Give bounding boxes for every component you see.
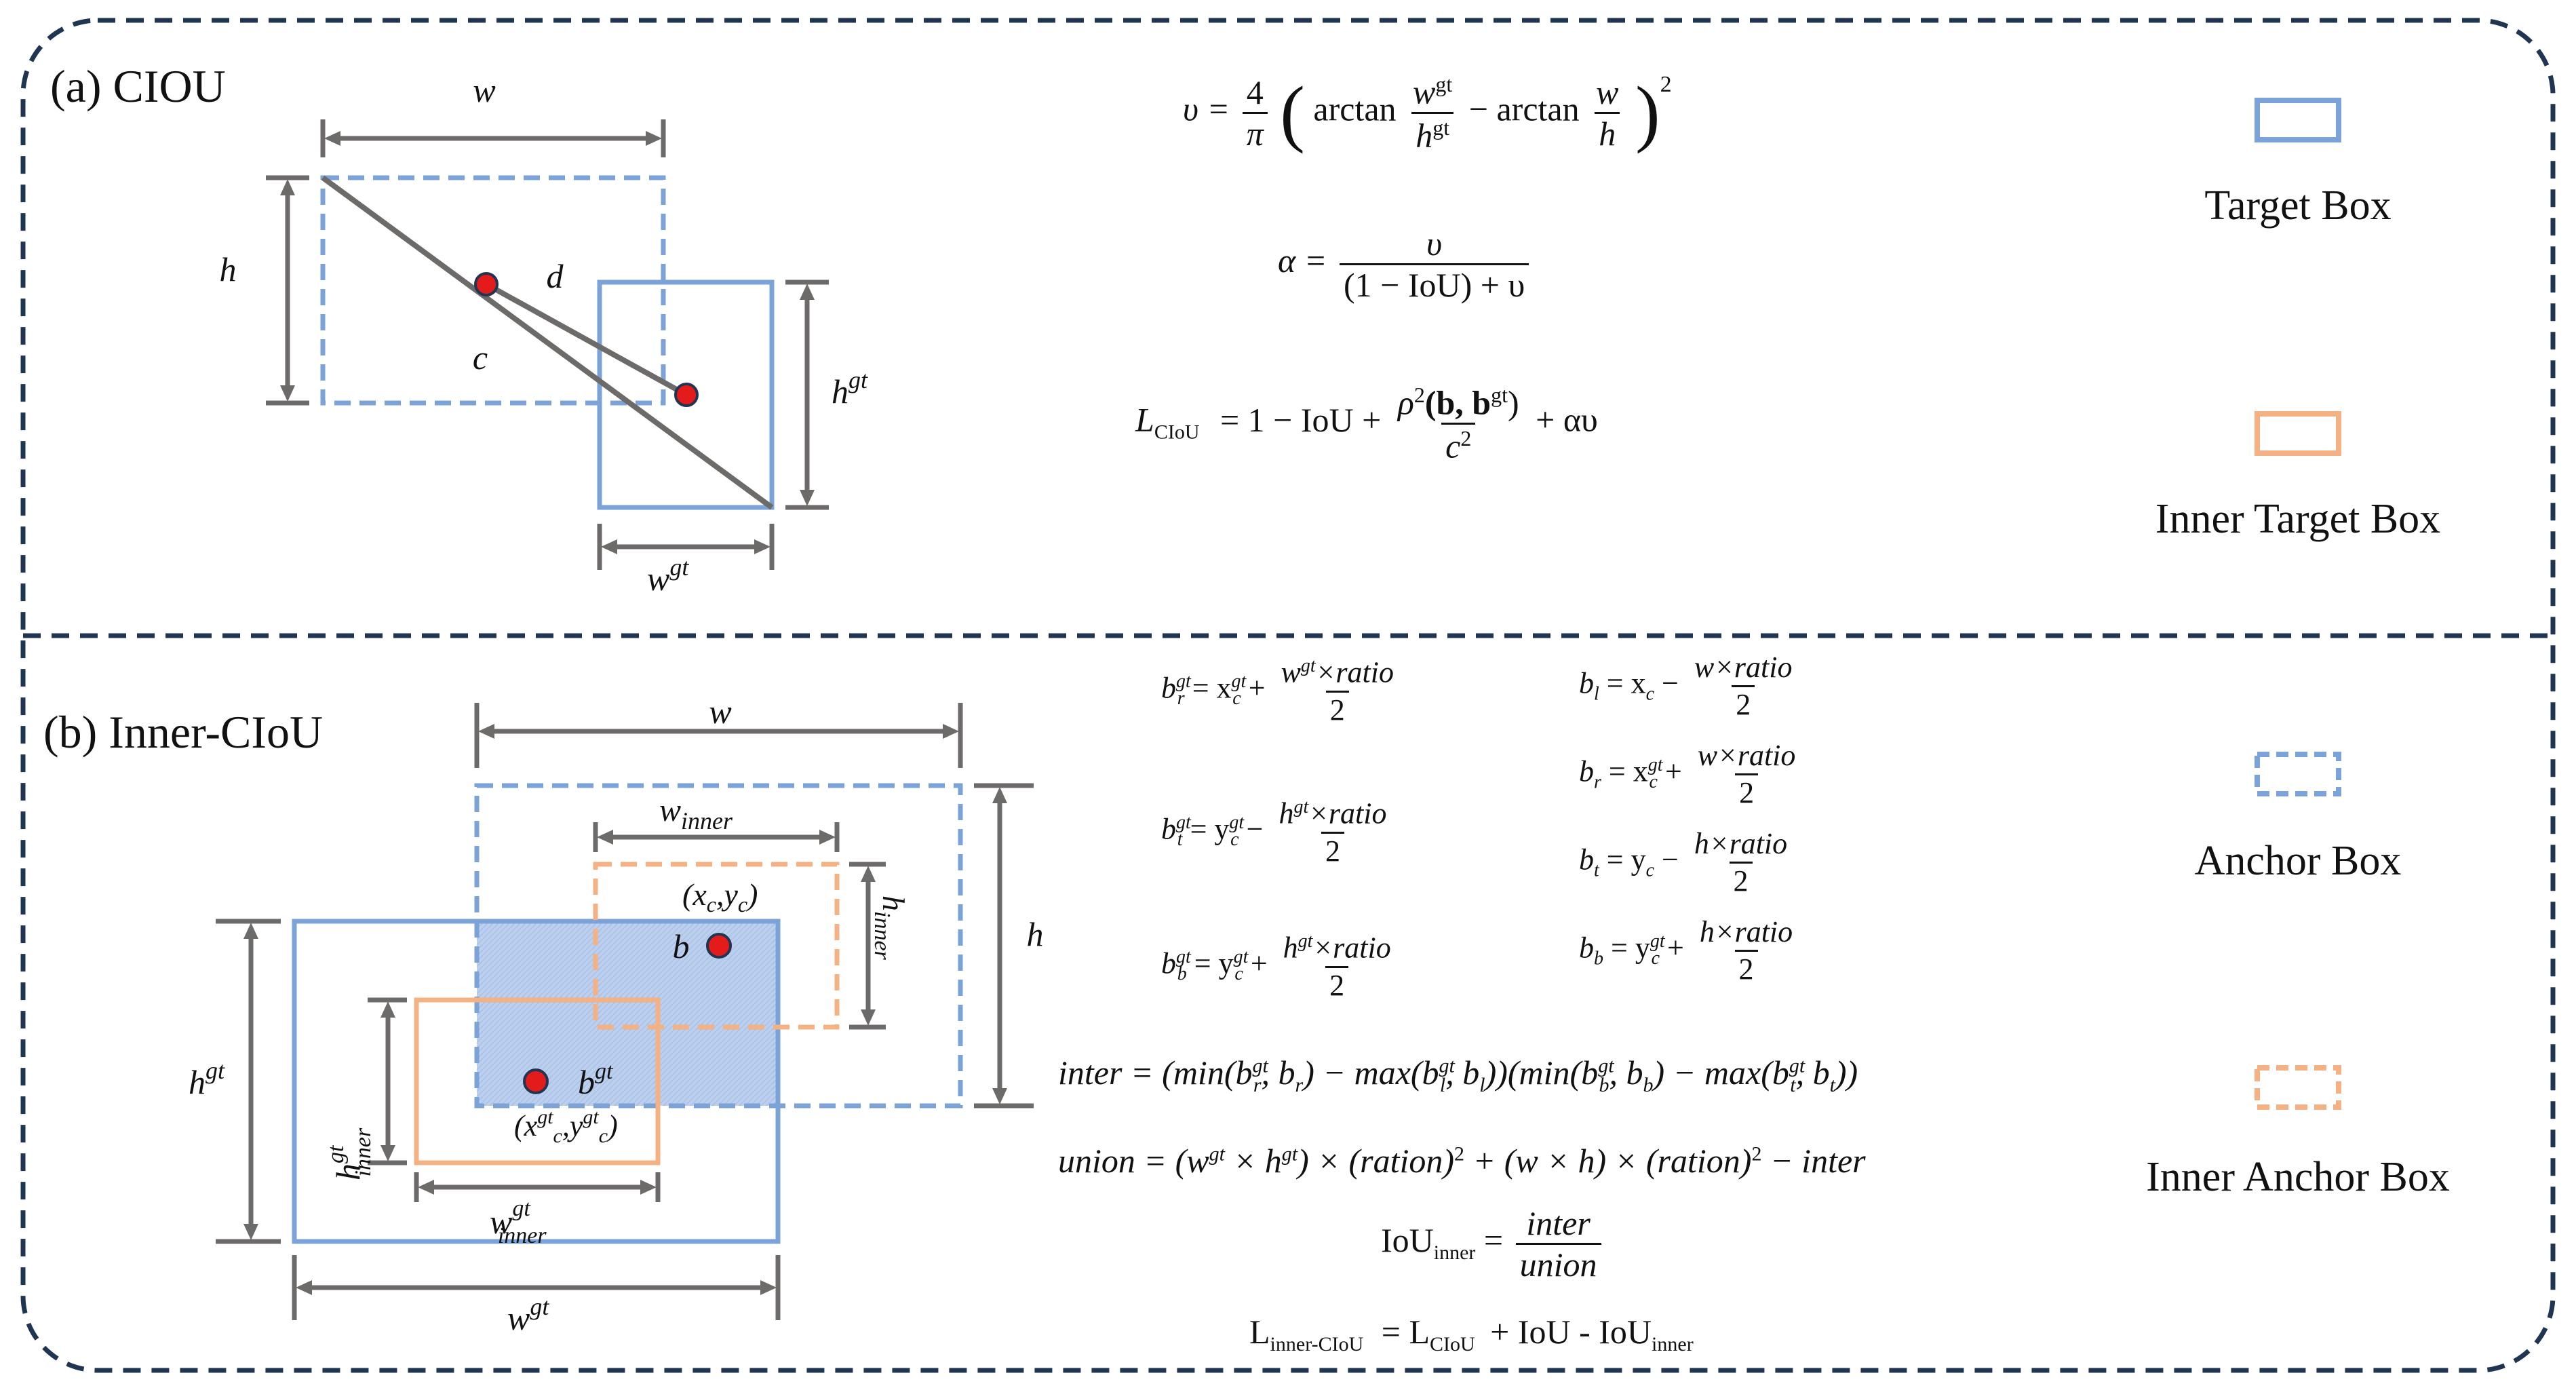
dimension-hgt-inner xyxy=(368,997,407,1165)
dimension-h-b xyxy=(974,783,1034,1109)
legend-inner-anchor-box xyxy=(2255,1065,2341,1110)
legend-target-box xyxy=(2255,98,2341,142)
label-target-center: (xgtc,ygtc) xyxy=(514,1106,618,1147)
equation-l-inner-ciou: Linner-CIoU = LCIoU + IoU - IoUinner xyxy=(1249,1313,1694,1355)
label-anchor-center: (xc,yc) xyxy=(682,877,758,917)
anchor-box-b xyxy=(474,783,963,1109)
target-box-a xyxy=(597,279,775,510)
dimension-wgt-b xyxy=(292,1255,781,1320)
dimension-wgt-a xyxy=(597,524,775,570)
legend-label-target-box: Target Box xyxy=(2204,182,2392,229)
equation-union: union = (wgt × hgt) × (ration)2 + (w × h… xyxy=(1058,1142,1866,1180)
target-center-dot-b xyxy=(523,1068,549,1094)
equation-inter: inter = (min(bgtr, br) − max(bgtl, bl))(… xyxy=(1058,1054,1858,1096)
overlap-area xyxy=(477,921,778,1106)
legend-inner-target-box xyxy=(2255,411,2341,456)
label-hgt-b: hgt xyxy=(189,1057,225,1101)
label-w-a: w xyxy=(473,71,495,109)
panel-b-title: (b) Inner-CIoU xyxy=(43,706,324,758)
dimension-h-a xyxy=(266,175,309,406)
dimension-h-inner xyxy=(849,862,886,1030)
diagonal-c xyxy=(321,175,774,510)
label-c: c xyxy=(473,339,488,377)
dimension-w-b xyxy=(474,703,963,768)
label-bgt: bgt xyxy=(578,1059,614,1101)
label-d: d xyxy=(547,257,564,295)
label-wgt-a: wgt xyxy=(647,554,689,598)
legend-anchor-box xyxy=(2255,752,2341,796)
legend-label-inner-target-box: Inner Target Box xyxy=(2155,496,2441,542)
equation-l-ciou: LCIoU = 1 − IoU + ρ2(b, bgt)c2 + αυ xyxy=(1135,383,1598,465)
panel-b-diagram: w h winner hinner (xc,yc) b bgt (xgtc,yg… xyxy=(189,693,1044,1337)
panel-a-diagram: w h d c hgt wgt xyxy=(220,71,869,598)
label-h-a: h xyxy=(220,250,237,288)
dimension-wgt-inner xyxy=(414,1172,661,1202)
inner-target-box-b xyxy=(414,997,661,1165)
predicted-center-dot xyxy=(474,272,499,296)
predicted-box-a xyxy=(320,175,666,406)
label-hgt-inner: hgtinner xyxy=(324,1127,376,1180)
anchor-center-dot xyxy=(706,933,732,959)
label-w-b: w xyxy=(709,693,731,731)
legend-label-anchor-box: Anchor Box xyxy=(2194,838,2402,884)
label-h-b: h xyxy=(1027,915,1044,953)
equation-alpha: α = υ(1 − IoU) + υ xyxy=(1278,227,1533,302)
label-h-inner: hinner xyxy=(870,895,911,961)
center-distance-d xyxy=(485,282,688,398)
dimension-w-a xyxy=(320,119,666,157)
label-b: b xyxy=(673,927,690,965)
dimension-hgt-b xyxy=(216,919,281,1244)
legend-label-inner-anchor-box: Inner Anchor Box xyxy=(2146,1154,2450,1200)
target-box-b xyxy=(292,919,781,1244)
target-center-dot xyxy=(674,383,699,407)
label-w-inner: winner xyxy=(659,792,733,834)
dimension-w-inner xyxy=(593,822,840,852)
label-hgt-a: hgt xyxy=(832,366,868,410)
label-wgt-b: wgt xyxy=(507,1293,549,1337)
dimension-hgt-a xyxy=(785,279,829,510)
panel-a-title: (a) CIOU xyxy=(50,60,226,112)
